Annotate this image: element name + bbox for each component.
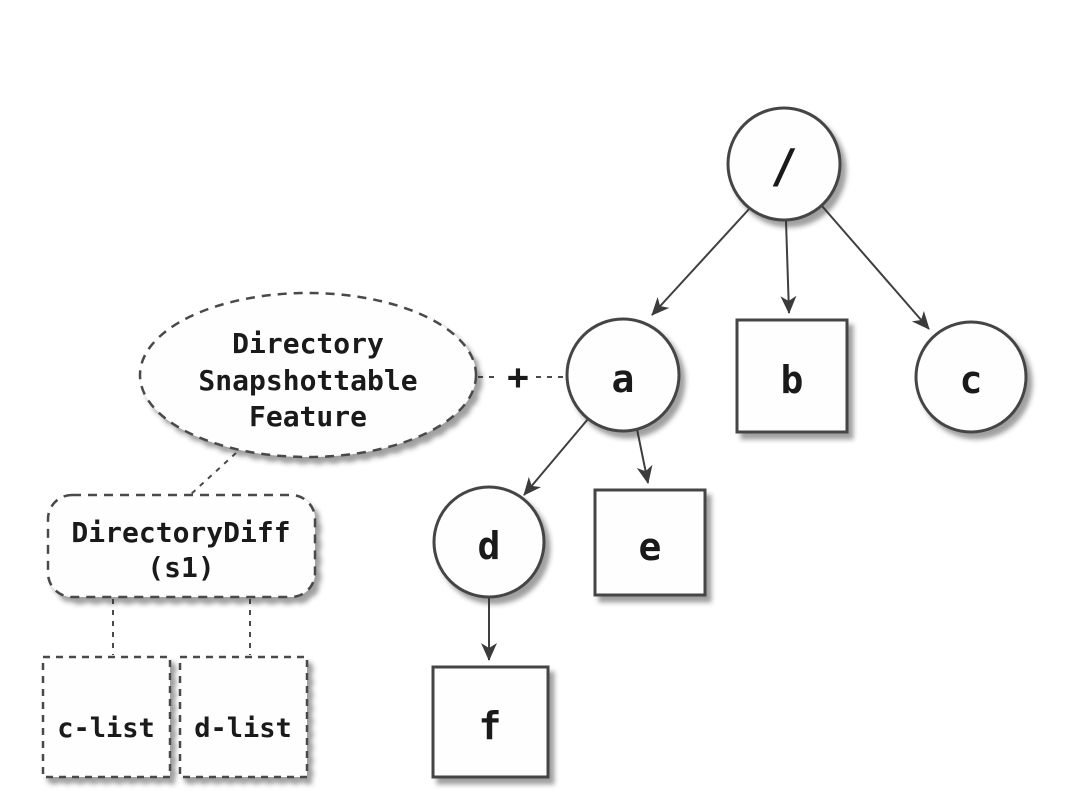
deleted-list-label: d-list — [194, 713, 292, 744]
edge-root-to-a — [651, 207, 751, 316]
plus-sign: + — [507, 357, 529, 398]
node-root-label: / — [770, 139, 798, 193]
edge-a-to-e — [636, 428, 653, 484]
deleted-list-box: d-list — [178, 655, 309, 779]
feature-plus-connector: + — [478, 357, 563, 398]
node-b-label: b — [781, 358, 804, 402]
created-list-box-shape — [41, 655, 172, 779]
edge-a-to-d — [523, 418, 589, 496]
directory-diff-box: DirectoryDiff (s1) — [46, 493, 317, 599]
node-c-label: c — [960, 358, 983, 402]
node-a: a — [565, 317, 681, 433]
node-a-shape — [565, 317, 681, 433]
deleted-list-box-shape — [178, 655, 309, 779]
feature-ellipse: Directory Snapshottable Feature — [138, 291, 478, 459]
node-a-label: a — [612, 357, 635, 401]
node-b: b — [735, 318, 849, 434]
feature-ellipse-line3: Feature — [249, 400, 367, 433]
feature-ellipse-line2: Snapshottable — [198, 364, 417, 397]
node-d-label: d — [478, 524, 501, 568]
node-f-shape — [431, 665, 550, 779]
node-d-shape — [432, 485, 546, 599]
node-c: c — [914, 320, 1028, 434]
node-e: e — [593, 488, 707, 597]
node-c-shape — [914, 320, 1028, 434]
created-list-label: c-list — [57, 713, 155, 744]
feature-ellipse-line1: Directory — [232, 327, 384, 360]
node-f: f — [431, 665, 550, 779]
edge-root-to-c — [821, 205, 930, 330]
node-f-label: f — [479, 704, 502, 748]
node-e-shape — [593, 488, 707, 597]
dashed-line-ellipse-to-diffbox — [189, 452, 237, 496]
edge-root-to-b — [780, 220, 797, 314]
directory-diff-box-shape — [46, 493, 317, 599]
directory-diff-title: DirectoryDiff — [71, 516, 290, 549]
node-b-shape — [735, 318, 849, 434]
node-e-label: e — [639, 525, 662, 569]
node-d: d — [432, 485, 546, 599]
node-root-shape — [726, 106, 842, 222]
node-root: / — [726, 106, 842, 222]
feature-ellipse-shape — [138, 291, 478, 459]
directory-diff-snapshot-id: (s1) — [147, 551, 214, 584]
created-list-box: c-list — [41, 655, 172, 779]
